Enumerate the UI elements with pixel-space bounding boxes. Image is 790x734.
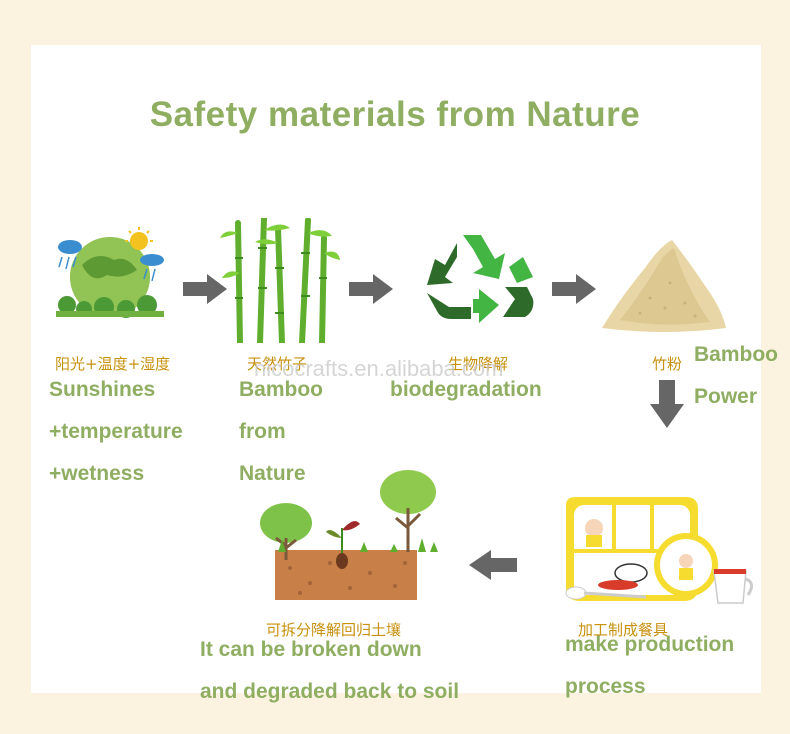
step-powder-cn-label: 竹粉 xyxy=(652,355,683,373)
step-biodegradation-en-label: biodegradation xyxy=(390,378,542,401)
arrow-down-icon xyxy=(650,380,684,428)
step-sunshine-cn-label: 阳光+温度+湿度 xyxy=(55,355,171,373)
step-powder-en-label: Bamboo Power xyxy=(694,343,778,408)
bamboo-powder-illustration xyxy=(600,228,728,336)
step-production-en-label: make production process xyxy=(565,633,735,698)
step-sunshine-en-label: Sunshines +temperature +wetness xyxy=(49,378,183,485)
page-title: Safety materials from Nature xyxy=(149,95,641,134)
weather-globe-illustration xyxy=(52,225,170,325)
arrow-right-icon xyxy=(349,274,393,304)
step-production-cn-label: 加工制成餐具 xyxy=(578,621,669,639)
arrow-right-icon xyxy=(552,274,596,304)
step-biodegradation-cn-label: 生物降解 xyxy=(448,355,509,373)
arrow-left-icon xyxy=(469,550,517,580)
watermark-text: nicocrafts.en.alibaba.com xyxy=(254,356,504,381)
step-soil-cn-label: 可拆分降解回归土壤 xyxy=(266,621,402,639)
step-bamboo-cn-label: 天然竹子 xyxy=(247,355,308,373)
step-soil-en-label: It can be broken down and degraded back … xyxy=(200,638,460,703)
bamboo-illustration xyxy=(220,218,340,343)
soil-trees-illustration xyxy=(250,468,450,603)
recycle-icon xyxy=(423,227,535,335)
step-bamboo-en-label: Bamboo from Nature xyxy=(239,378,323,485)
tableware-illustration xyxy=(556,493,756,611)
arrow-right-icon xyxy=(183,274,227,304)
